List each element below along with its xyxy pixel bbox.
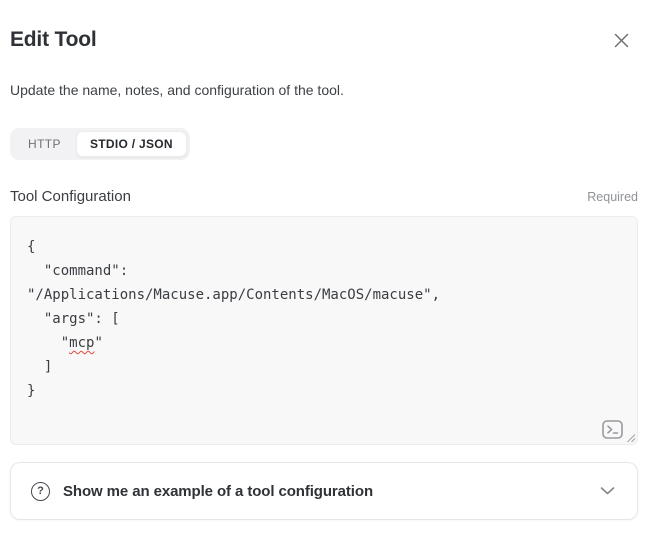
config-field-header: Tool Configuration Required bbox=[10, 188, 638, 205]
code-line: "mcp" bbox=[27, 331, 621, 355]
question-circle-icon: ? bbox=[31, 481, 50, 501]
code-text: " bbox=[94, 335, 103, 351]
edit-tool-dialog: Edit Tool Update the name, notes, and co… bbox=[10, 28, 638, 520]
code-line: "command": bbox=[27, 263, 129, 279]
close-button[interactable] bbox=[611, 30, 632, 51]
resize-handle[interactable] bbox=[625, 432, 636, 443]
code-line: "args": [ bbox=[27, 311, 120, 327]
page-title: Edit Tool bbox=[10, 28, 97, 51]
transport-type-tabs: HTTP STDIO / JSON bbox=[10, 128, 190, 160]
example-accordion-label: Show me an example of a tool configurati… bbox=[63, 482, 374, 500]
json-config-text: { "command": "/Applications/Macuse.app/C… bbox=[27, 235, 621, 403]
resize-grip-icon bbox=[625, 430, 636, 444]
code-line: { bbox=[27, 239, 36, 255]
tab-stdio-json[interactable]: STDIO / JSON bbox=[75, 131, 187, 157]
required-badge: Required bbox=[587, 190, 638, 204]
config-field-label: Tool Configuration bbox=[10, 188, 131, 205]
code-line: "/Applications/Macuse.app/Contents/MacOS… bbox=[27, 287, 441, 303]
code-line: ] bbox=[27, 359, 53, 375]
terminal-prompt-icon bbox=[602, 420, 623, 442]
dialog-header: Edit Tool bbox=[10, 28, 638, 52]
tool-config-editor[interactable]: { "command": "/Applications/Macuse.app/C… bbox=[10, 216, 638, 445]
code-text: " bbox=[27, 335, 70, 351]
terminal-button[interactable] bbox=[602, 420, 623, 439]
example-accordion[interactable]: ? Show me an example of a tool configura… bbox=[10, 462, 638, 520]
chevron-down-icon bbox=[600, 487, 615, 496]
misspelled-word: mcp bbox=[69, 335, 95, 351]
dialog-subtitle: Update the name, notes, and configuratio… bbox=[10, 82, 344, 98]
x-icon bbox=[613, 33, 630, 52]
code-line: } bbox=[27, 383, 36, 399]
tab-http[interactable]: HTTP bbox=[13, 131, 76, 157]
